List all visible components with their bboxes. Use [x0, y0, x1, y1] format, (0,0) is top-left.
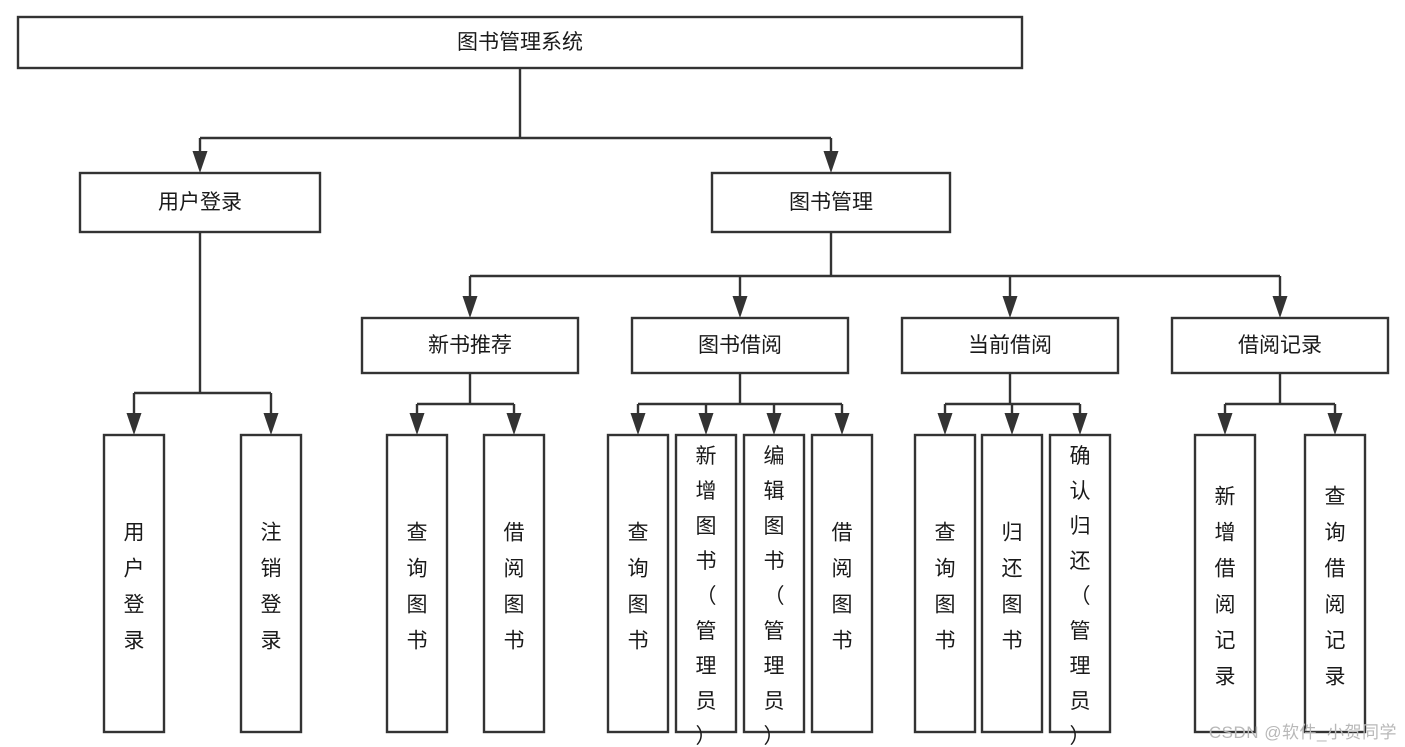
node-label: 编辑图书（管理员） [764, 445, 785, 747]
arrow-head-icon [1327, 413, 1343, 435]
node-label: 新增图书（管理员） [696, 445, 717, 747]
arrow-head-icon [1217, 413, 1233, 435]
node-label: 图书管理 [789, 191, 873, 214]
arrow-head-icon [823, 151, 839, 173]
arrow-head-icon [834, 413, 850, 435]
connector-layer [126, 68, 1343, 435]
arrow-head-icon [732, 296, 748, 318]
node-box[interactable] [630, 316, 850, 375]
edge-group-l2_2 [937, 373, 1088, 435]
node-box[interactable] [482, 433, 546, 734]
node-l3_2[interactable]: 查询图书 [385, 433, 449, 734]
node-l3_4[interactable]: 查询图书 [606, 433, 670, 734]
node-l2_0[interactable]: 新书推荐 [360, 316, 580, 375]
node-box[interactable] [1193, 433, 1257, 734]
edge-group-l2_0 [409, 373, 522, 435]
node-l3_11[interactable]: 新增借阅记录 [1193, 433, 1257, 734]
node-box[interactable] [913, 433, 977, 734]
edge-group-l1_1 [462, 232, 1288, 318]
node-label: 新书推荐 [428, 334, 512, 357]
arrow-head-icon [126, 413, 142, 435]
node-label: 查询图书 [935, 522, 956, 653]
node-l3_7[interactable]: 借阅图书 [810, 433, 874, 734]
node-box[interactable] [900, 316, 1120, 375]
node-box[interactable] [102, 433, 166, 734]
node-label: 当前借阅 [968, 334, 1052, 357]
node-label: 用户登录 [124, 522, 145, 653]
arrow-head-icon [630, 413, 646, 435]
node-l3_9[interactable]: 归还图书 [980, 433, 1044, 734]
node-label: 借阅图书 [504, 522, 525, 653]
node-label: 图书管理系统 [457, 31, 583, 54]
arrow-head-icon [1272, 296, 1288, 318]
node-label: 用户登录 [158, 191, 242, 214]
node-l3_10[interactable]: 确认归还（管理员） [1048, 433, 1112, 747]
node-l2_2[interactable]: 当前借阅 [900, 316, 1120, 375]
edge-group-root [192, 68, 839, 173]
node-box[interactable] [239, 433, 303, 734]
node-root[interactable]: 图书管理系统 [16, 15, 1024, 70]
node-l3_6[interactable]: 编辑图书（管理员） [742, 433, 806, 747]
node-l2_3[interactable]: 借阅记录 [1170, 316, 1390, 375]
node-label: 归还图书 [1002, 522, 1023, 653]
arrow-head-icon [462, 296, 478, 318]
node-l3_5[interactable]: 新增图书（管理员） [674, 433, 738, 747]
arrow-head-icon [698, 413, 714, 435]
node-l3_12[interactable]: 查询借阅记录 [1303, 433, 1367, 734]
node-l1_1[interactable]: 图书管理 [710, 171, 952, 234]
node-box[interactable] [742, 433, 806, 734]
node-box[interactable] [710, 171, 952, 234]
node-l3_3[interactable]: 借阅图书 [482, 433, 546, 734]
node-l3_1[interactable]: 注销登录 [239, 433, 303, 734]
arrow-head-icon [937, 413, 953, 435]
node-l1_0[interactable]: 用户登录 [78, 171, 322, 234]
node-l3_8[interactable]: 查询图书 [913, 433, 977, 734]
arrow-head-icon [409, 413, 425, 435]
node-box[interactable] [1048, 433, 1112, 734]
node-label: 新增借阅记录 [1215, 486, 1236, 689]
node-label: 借阅图书 [832, 522, 853, 653]
node-box[interactable] [16, 15, 1024, 70]
node-label: 查询借阅记录 [1325, 486, 1346, 689]
arrow-head-icon [1002, 296, 1018, 318]
node-box[interactable] [980, 433, 1044, 734]
node-label: 确认归还（管理员） [1070, 445, 1091, 747]
edge-group-l2_1 [630, 373, 850, 435]
node-box[interactable] [385, 433, 449, 734]
node-l3_0[interactable]: 用户登录 [102, 433, 166, 734]
node-label: 查询图书 [407, 522, 428, 653]
node-box[interactable] [674, 433, 738, 734]
node-box[interactable] [1170, 316, 1390, 375]
arrow-head-icon [192, 151, 208, 173]
node-label: 注销登录 [261, 522, 282, 653]
node-box[interactable] [810, 433, 874, 734]
edge-group-l1_0 [126, 232, 279, 435]
edge-group-l2_3 [1217, 373, 1343, 435]
node-label: 查询图书 [628, 522, 649, 653]
node-box[interactable] [78, 171, 322, 234]
node-layer: 图书管理系统用户登录图书管理新书推荐图书借阅当前借阅借阅记录用户登录注销登录查询… [16, 15, 1390, 747]
arrow-head-icon [1004, 413, 1020, 435]
node-label: 图书借阅 [698, 334, 782, 357]
node-label: 借阅记录 [1238, 334, 1322, 357]
arrow-head-icon [263, 413, 279, 435]
arrow-head-icon [506, 413, 522, 435]
node-box[interactable] [606, 433, 670, 734]
arrow-head-icon [1072, 413, 1088, 435]
node-box[interactable] [1303, 433, 1367, 734]
node-l2_1[interactable]: 图书借阅 [630, 316, 850, 375]
arrow-head-icon [766, 413, 782, 435]
node-box[interactable] [360, 316, 580, 375]
